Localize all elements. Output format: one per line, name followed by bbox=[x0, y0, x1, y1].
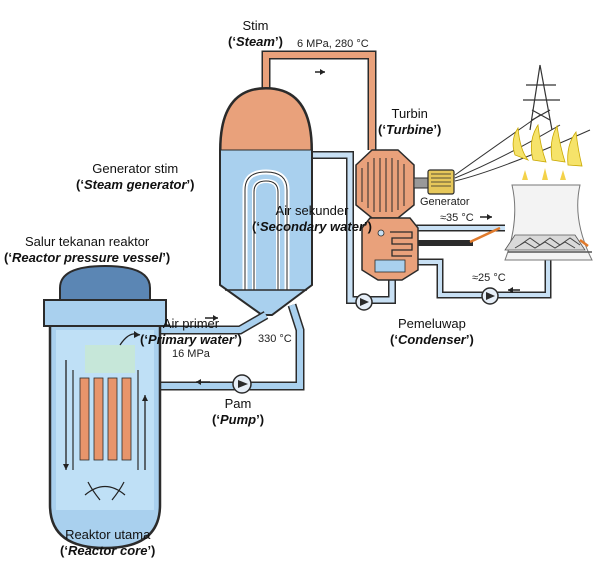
fuel-rod bbox=[79, 377, 90, 461]
reactor-pressure-vessel bbox=[43, 264, 167, 550]
label-pressure-vessel-translation: Reactor pressure vessel bbox=[11, 250, 163, 265]
label-steam-generator-name: Generator stim bbox=[92, 161, 179, 176]
label-secondary-water-translation: Secondary water bbox=[259, 219, 364, 234]
label-steam-generator-translation: Steam generator bbox=[83, 177, 187, 192]
primary-water-pipes bbox=[150, 303, 305, 394]
label-turbine-name: Turbin bbox=[391, 106, 428, 121]
steam-generator bbox=[219, 86, 313, 316]
label-secondary-water: Air sekunder (‘Secondary water’) bbox=[252, 203, 372, 234]
label-primary-water: Air primer (‘Primary water’) bbox=[140, 316, 242, 347]
secondary-water-pipe bbox=[300, 151, 396, 304]
label-condenser-name: Pemeluwap bbox=[397, 316, 466, 331]
label-reactor-core: Reaktor utama (‘Reactor core’) bbox=[60, 527, 156, 558]
pylon-icon bbox=[523, 64, 560, 131]
cooling-temp-hot: ≈35 °C bbox=[440, 212, 474, 224]
generator-label: Generator bbox=[420, 196, 470, 208]
label-secondary-water-name: Air sekunder bbox=[275, 203, 349, 218]
label-condenser: Pemeluwap (‘Condenser’) bbox=[390, 316, 474, 347]
label-pump-name: Pam bbox=[224, 396, 252, 411]
label-steam-generator: Generator stim (‘Steam generator’) bbox=[76, 161, 195, 192]
primary-temp: 330 °C bbox=[258, 333, 292, 345]
label-steam: Stim (‘Steam’) bbox=[228, 18, 283, 49]
primary-pressure: 16 MPa bbox=[172, 348, 210, 360]
fuel-rod bbox=[107, 377, 118, 461]
label-primary-water-translation: Primary water bbox=[147, 332, 234, 347]
label-pressure-vessel-name: Salur tekanan reaktor bbox=[24, 234, 150, 249]
label-reactor-core-name: Reaktor utama bbox=[65, 527, 151, 542]
label-steam-translation: Steam bbox=[235, 34, 275, 49]
condenser bbox=[355, 217, 419, 311]
fuel-rod bbox=[93, 377, 104, 461]
label-turbine: Turbin (‘Turbine’) bbox=[378, 106, 442, 137]
label-turbine-translation: Turbine bbox=[385, 122, 434, 137]
cooling-tower bbox=[469, 123, 593, 261]
label-pressure-vessel: Salur tekanan reaktor (‘Reactor pressure… bbox=[4, 234, 171, 265]
label-pump: Pam (‘Pump’) bbox=[212, 396, 265, 427]
label-pump-translation: Pump bbox=[219, 412, 257, 427]
power-lines bbox=[454, 64, 591, 182]
steam-conditions: 6 MPa, 280 °C bbox=[297, 38, 369, 50]
fuel-rod bbox=[121, 377, 132, 461]
steam-pipe bbox=[261, 50, 377, 150]
label-steam-name: Stim bbox=[242, 18, 269, 33]
cooling-temp-cold: ≈25 °C bbox=[472, 272, 506, 284]
label-condenser-translation: Condenser bbox=[397, 332, 466, 347]
label-primary-water-name: Air primer bbox=[162, 316, 220, 331]
turbine bbox=[355, 149, 455, 219]
label-reactor-core-translation: Reactor core bbox=[67, 543, 148, 558]
